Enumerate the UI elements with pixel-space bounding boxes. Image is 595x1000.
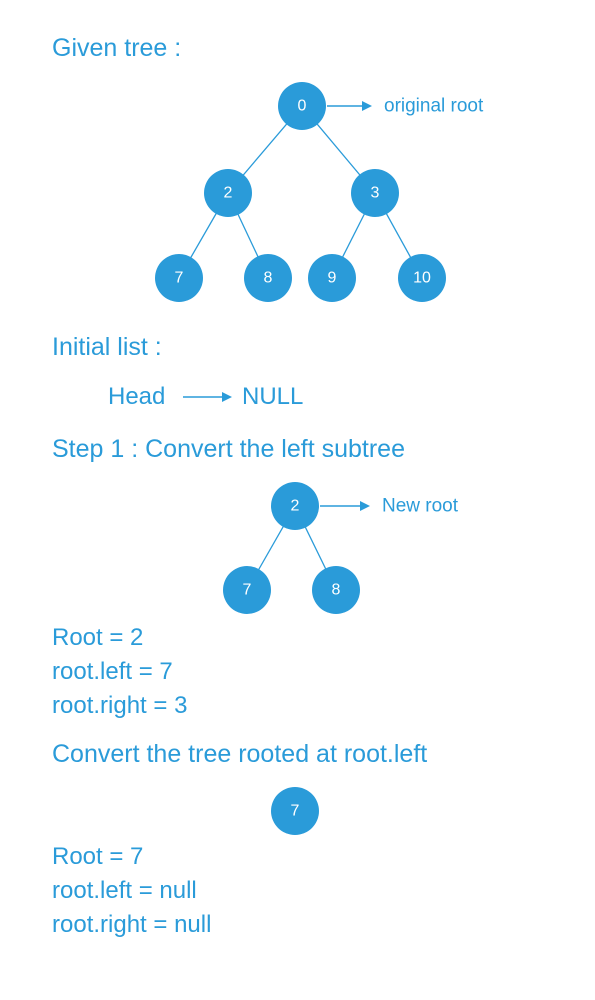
original-root-label: original root — [384, 96, 484, 117]
new-root-label: New root — [382, 496, 459, 517]
tree1-node-8-label: 8 — [264, 270, 273, 287]
tree2-node-8-label: 8 — [332, 582, 341, 599]
state1-root: Root = 2 — [52, 624, 144, 651]
tree1-node-9-label: 9 — [328, 270, 337, 287]
list-arrow — [183, 392, 232, 402]
tree1-node-10: 10 — [398, 254, 446, 302]
tree3-node-7-label: 7 — [291, 803, 300, 820]
list-null-label: NULL — [242, 383, 304, 410]
state2-right: root.right = null — [52, 911, 212, 938]
tree2-node-7: 7 — [223, 566, 271, 614]
tree1-node-3-label: 3 — [371, 185, 380, 202]
state1-left: root.left = 7 — [52, 658, 173, 685]
state2-root: Root = 7 — [52, 843, 144, 870]
tree2-node-8: 8 — [312, 566, 360, 614]
tree2-node-2: 2 — [271, 482, 319, 530]
tree2-node-2-label: 2 — [291, 498, 300, 515]
tree1-node-0: 0 — [278, 82, 326, 130]
list-head-label: Head — [108, 383, 166, 410]
tree1-node-0-label: 0 — [298, 98, 307, 115]
heading-convert-left: Convert the tree rooted at root.left — [52, 740, 428, 768]
heading-initial-list: Initial list : — [52, 333, 162, 361]
state2-left: root.left = null — [52, 877, 197, 904]
tree3-node-7: 7 — [271, 787, 319, 835]
tree1-node-7: 7 — [155, 254, 203, 302]
tree1-node-2: 2 — [204, 169, 252, 217]
tree1-node-9: 9 — [308, 254, 356, 302]
state1-right: root.right = 3 — [52, 692, 188, 719]
tree1-node-7-label: 7 — [175, 270, 184, 287]
tree1-node-3: 3 — [351, 169, 399, 217]
original-root-arrow — [327, 101, 372, 111]
tree1-node-10-label: 10 — [413, 270, 431, 287]
tree1-node-2-label: 2 — [224, 185, 233, 202]
tree1-node-8: 8 — [244, 254, 292, 302]
new-root-arrow — [320, 501, 370, 511]
heading-step1: Step 1 : Convert the left subtree — [52, 435, 405, 463]
heading-given-tree: Given tree : — [52, 34, 182, 62]
tree2-node-7-label: 7 — [243, 582, 252, 599]
